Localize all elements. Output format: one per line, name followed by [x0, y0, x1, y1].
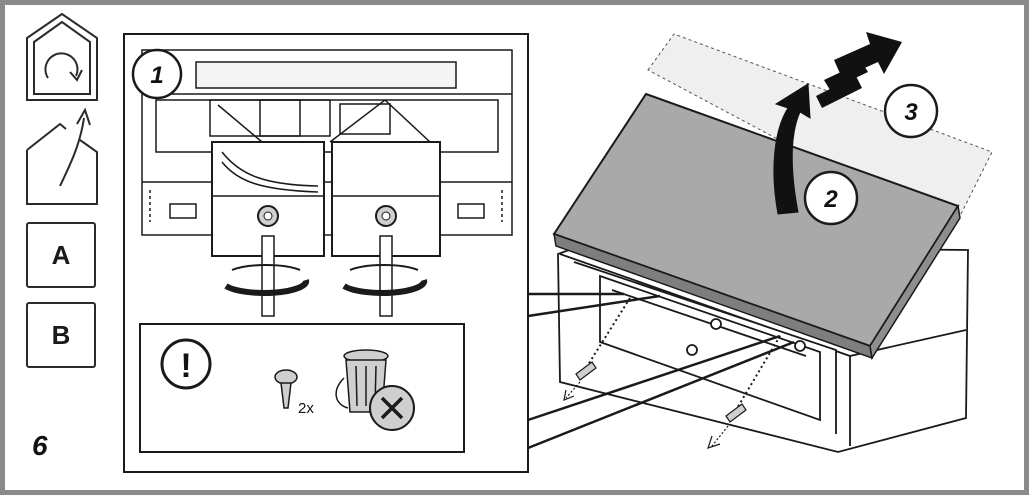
option-box-a-label: A — [51, 239, 71, 270]
callout-step-3: 3 — [883, 83, 939, 139]
svg-text:3: 3 — [904, 99, 918, 126]
ghost-panel — [647, 33, 993, 233]
warning-box: ! 2x — [139, 323, 465, 453]
option-box-b: B — [26, 302, 96, 368]
cross-icon — [369, 385, 415, 431]
callout-step-1: 1 — [131, 48, 183, 100]
step-number: 6 — [32, 430, 48, 461]
screwdriver-left — [261, 235, 275, 317]
slide-arrow-icon — [816, 32, 902, 108]
svg-text:!: ! — [180, 347, 191, 385]
rotate-arrow-icon — [342, 264, 428, 296]
screw-quantity: 2x — [298, 400, 314, 417]
screw-right-path — [707, 335, 781, 449]
house-arrow-out-icon — [26, 107, 98, 205]
screwdriver-right — [379, 235, 393, 317]
callout-step-2: 2 — [803, 170, 859, 226]
house-rotate-icon — [26, 12, 98, 101]
main-assembly-view: 2 3 — [527, 32, 993, 453]
screw-icon — [274, 369, 298, 409]
svg-text:2: 2 — [823, 186, 838, 213]
appliance-front-view — [141, 49, 513, 236]
exclamation-icon: ! — [160, 338, 212, 390]
screw-left-path — [563, 297, 631, 401]
svg-text:1: 1 — [150, 62, 163, 89]
option-box-a: A — [26, 222, 96, 288]
rotate-arrow-icon — [224, 264, 310, 296]
option-box-b-label: B — [51, 319, 71, 350]
lift-arrow-icon — [773, 83, 811, 215]
